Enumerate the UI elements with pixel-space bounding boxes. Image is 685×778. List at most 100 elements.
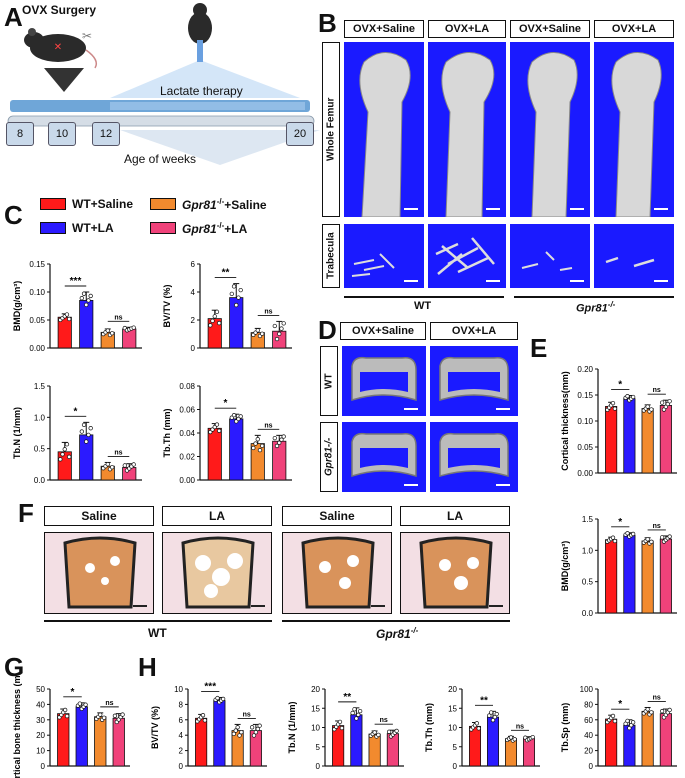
data-point bbox=[490, 718, 496, 723]
data-point bbox=[279, 437, 284, 442]
significance-label: * bbox=[224, 398, 228, 409]
header-ovx-saline: OVX+Saline bbox=[340, 322, 426, 340]
week-marker: 20 bbox=[286, 122, 314, 146]
y-tick-label: 0.0 bbox=[34, 476, 46, 485]
row-label-ko: Gpr81-/- bbox=[320, 422, 338, 492]
femur-image bbox=[510, 42, 590, 218]
data-point bbox=[260, 331, 265, 336]
significance-label: * bbox=[618, 517, 622, 528]
trabecula-image bbox=[594, 224, 674, 288]
data-point bbox=[487, 713, 492, 718]
panel-label-d: D bbox=[318, 315, 337, 345]
group-label-ko: Gpr81-/- bbox=[376, 626, 419, 641]
header-ovx-la: OVX+LA bbox=[428, 20, 506, 38]
significance-label: *** bbox=[204, 681, 216, 692]
ct-slice-image bbox=[430, 346, 518, 416]
data-point bbox=[476, 726, 481, 731]
panel-label-b: B bbox=[318, 8, 337, 38]
data-point bbox=[86, 432, 91, 438]
bar bbox=[605, 718, 618, 767]
data-point bbox=[274, 336, 280, 342]
legend-swatch bbox=[150, 222, 176, 234]
bar bbox=[272, 440, 287, 481]
data-point bbox=[279, 326, 284, 331]
data-point bbox=[86, 298, 91, 303]
data-point bbox=[625, 393, 630, 399]
y-tick-label: 0 bbox=[316, 762, 321, 771]
bar bbox=[213, 700, 226, 767]
significance-label: ** bbox=[343, 692, 351, 703]
data-point bbox=[231, 412, 237, 418]
bar bbox=[229, 418, 244, 481]
bar bbox=[505, 738, 517, 767]
data-point bbox=[610, 400, 616, 406]
y-axis-label: BMD(g/cm³) bbox=[12, 281, 22, 332]
data-point bbox=[122, 463, 127, 468]
y-tick-label: 0 bbox=[453, 762, 458, 771]
data-point bbox=[372, 730, 377, 735]
data-point bbox=[255, 437, 260, 442]
group-line-wt bbox=[44, 620, 272, 622]
data-point bbox=[214, 309, 220, 315]
data-point bbox=[202, 718, 208, 723]
y-axis-label: BV/TV (%) bbox=[150, 706, 160, 749]
data-point bbox=[488, 710, 494, 715]
data-point bbox=[645, 537, 650, 542]
significance-label: * bbox=[74, 406, 78, 417]
timeline-illustration: ✕ ✂ bbox=[7, 3, 320, 165]
y-tick-label: 20 bbox=[311, 685, 320, 694]
y-tick-label: 0 bbox=[41, 762, 46, 771]
bar bbox=[605, 406, 618, 474]
data-point bbox=[645, 707, 650, 712]
bar bbox=[469, 725, 481, 767]
bar bbox=[112, 717, 125, 767]
data-point bbox=[233, 728, 238, 733]
header-ovx-saline: OVX+Saline bbox=[510, 20, 590, 38]
femur-image bbox=[428, 42, 506, 218]
data-point bbox=[237, 733, 242, 738]
data-point bbox=[231, 731, 237, 737]
scissors-icon: ✂ bbox=[82, 29, 92, 43]
bar bbox=[250, 443, 265, 481]
data-point bbox=[215, 695, 220, 701]
group-line-ko bbox=[514, 296, 674, 298]
data-point bbox=[253, 441, 258, 446]
data-point bbox=[251, 445, 256, 451]
significance-label: ns bbox=[105, 700, 113, 707]
histology-image bbox=[162, 532, 272, 614]
y-tick-label: 0.08 bbox=[179, 382, 195, 391]
data-point bbox=[234, 302, 239, 308]
bar bbox=[605, 539, 618, 614]
data-point bbox=[474, 721, 480, 726]
group-line-ko bbox=[282, 620, 510, 622]
y-tick-label: 100 bbox=[580, 685, 594, 694]
data-point bbox=[630, 720, 636, 725]
y-tick-label: 1.0 bbox=[34, 413, 46, 422]
legend-swatch bbox=[150, 198, 176, 210]
data-point bbox=[212, 314, 217, 319]
data-point bbox=[659, 709, 665, 714]
data-point bbox=[79, 296, 84, 301]
data-point bbox=[645, 404, 650, 409]
data-point bbox=[84, 302, 89, 308]
data-point bbox=[64, 713, 70, 719]
significance-label: ns bbox=[114, 449, 122, 456]
data-point bbox=[629, 723, 634, 728]
group-label-ko: Gpr81-/- bbox=[576, 300, 616, 315]
y-axis-label: Tb.Th (mm) bbox=[424, 703, 434, 752]
legend-label: Gpr81-/-+LA bbox=[182, 221, 248, 236]
bar bbox=[386, 733, 399, 767]
data-point bbox=[376, 732, 381, 738]
bar bbox=[623, 398, 636, 474]
y-tick-label: 0.0 bbox=[582, 609, 594, 618]
y-tick-label: 15 bbox=[448, 704, 457, 713]
data-point bbox=[77, 701, 82, 706]
data-point bbox=[357, 708, 363, 714]
data-point bbox=[492, 714, 498, 720]
week-marker: 12 bbox=[92, 122, 120, 146]
ct-slice-image bbox=[342, 346, 426, 416]
data-point bbox=[81, 291, 87, 296]
data-point bbox=[105, 328, 110, 333]
